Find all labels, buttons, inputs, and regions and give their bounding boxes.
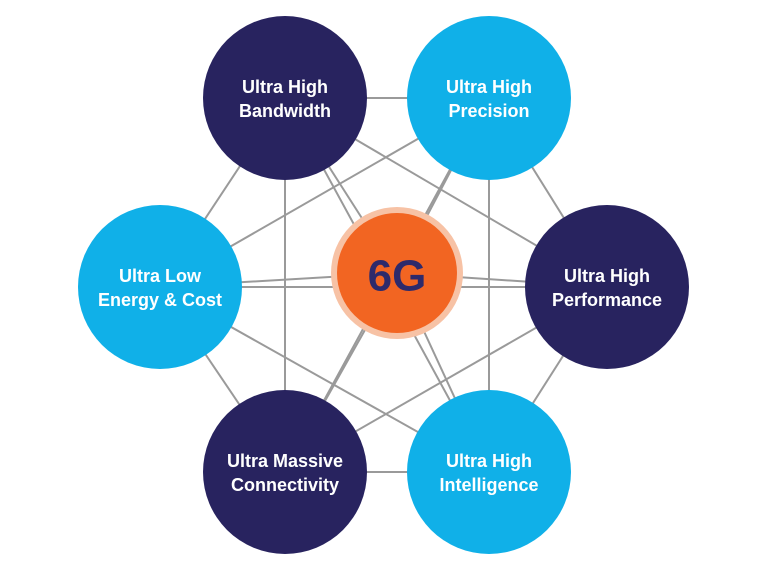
node-label-line1-connectivity: Ultra Massive bbox=[227, 451, 343, 471]
node-label-line2-connectivity: Connectivity bbox=[231, 475, 339, 495]
node-label-line1-energy: Ultra Low bbox=[119, 266, 202, 286]
node-circle-performance bbox=[525, 205, 689, 369]
node-circle-energy bbox=[78, 205, 242, 369]
center-node-label: 6G bbox=[368, 252, 427, 301]
node-label-line2-intelligence: Intelligence bbox=[439, 475, 538, 495]
node-label-line1-performance: Ultra High bbox=[564, 266, 650, 286]
node-label-line1-precision: Ultra High bbox=[446, 77, 532, 97]
node-label-line2-energy: Energy & Cost bbox=[98, 290, 222, 310]
node-label-line2-performance: Performance bbox=[552, 290, 662, 310]
node-label-line1-intelligence: Ultra High bbox=[446, 451, 532, 471]
node-circle-connectivity bbox=[203, 390, 367, 554]
node-circle-bandwidth bbox=[203, 16, 367, 180]
node-label-line2-bandwidth: Bandwidth bbox=[239, 101, 331, 121]
node-label-line1-bandwidth: Ultra High bbox=[242, 77, 328, 97]
center-node-core bbox=[337, 213, 457, 333]
center-6g-node: 6G bbox=[331, 207, 463, 339]
node-circle-intelligence bbox=[407, 390, 571, 554]
node-label-line2-precision: Precision bbox=[448, 101, 529, 121]
node-circle-precision bbox=[407, 16, 571, 180]
